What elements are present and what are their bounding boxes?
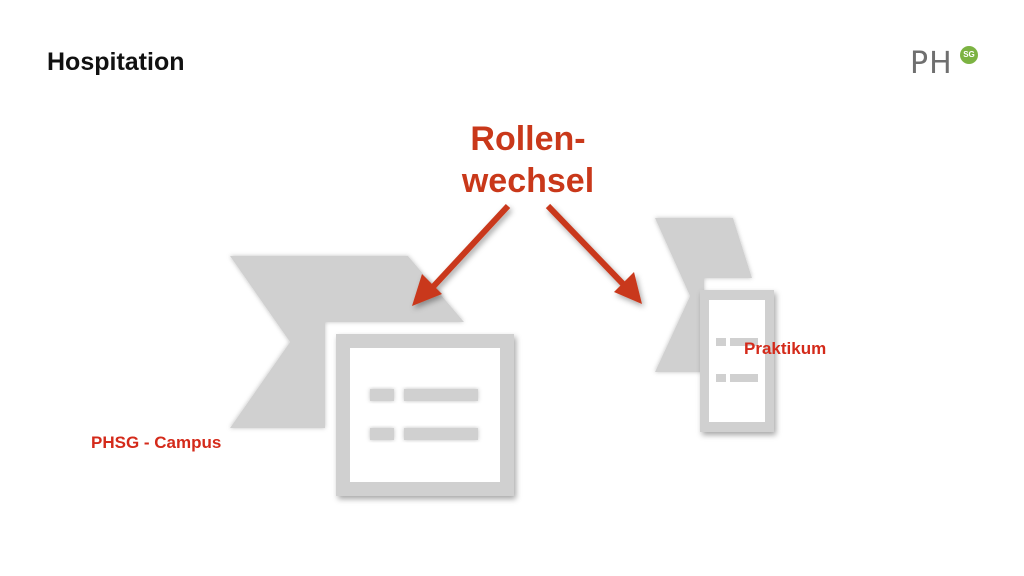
praktikum-icon — [655, 218, 774, 432]
campus-list-bullet-2 — [370, 428, 394, 440]
campus-label: PHSG - Campus — [91, 433, 222, 452]
campus-list-bullet-1 — [370, 389, 394, 401]
campus-list-line-1 — [404, 389, 478, 401]
arrow-right — [545, 203, 642, 304]
campus-chevron — [230, 256, 464, 428]
praktikum-list-bullet-1 — [716, 338, 726, 346]
logo-badge: SG — [960, 46, 978, 64]
logo-text: PH — [910, 46, 953, 81]
phsg-logo: PH SG — [910, 44, 982, 81]
praktikum-list-line-1 — [730, 338, 758, 346]
slide-title: Hospitation — [47, 48, 185, 76]
praktikum-list-line-2 — [730, 374, 758, 382]
campus-list-line-2 — [404, 428, 478, 440]
campus-window-inner — [350, 348, 500, 482]
campus-icon — [230, 256, 514, 496]
rollenwechsel-line-1: Rollen- — [470, 120, 586, 158]
praktikum-label: Praktikum — [744, 339, 827, 358]
rollenwechsel-line-2: wechsel — [461, 162, 595, 200]
arrow-left — [412, 203, 511, 306]
praktikum-list-bullet-2 — [716, 374, 726, 382]
praktikum-window-inner — [709, 300, 765, 422]
rollenwechsel-label: Rollen- wechsel — [428, 118, 628, 202]
